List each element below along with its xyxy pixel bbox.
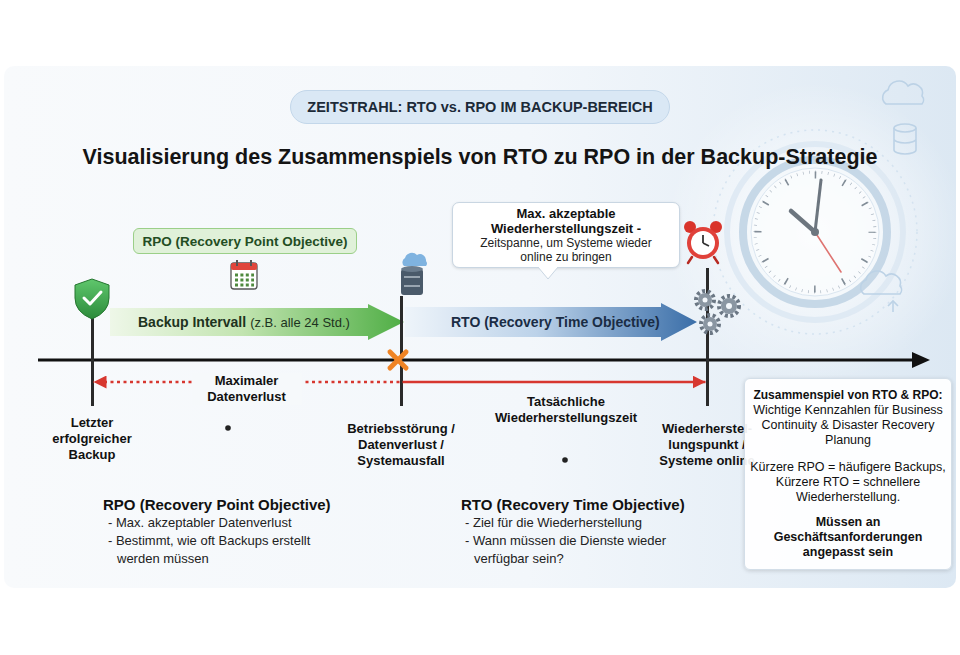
- cloud-icon: [402, 253, 426, 266]
- section-heading: RPO (Recovery Point Objective): [103, 496, 403, 514]
- span-label: Maximaler Datenverlust: [192, 373, 302, 405]
- node-text: Zeitspanne, um Systeme wieder online zu …: [473, 236, 659, 264]
- clock-rim: [743, 160, 887, 304]
- upload-head: [888, 301, 898, 306]
- calendar-grid: [235, 274, 254, 277]
- clock-minute-ticks: [755, 172, 875, 292]
- server-top: [401, 266, 423, 272]
- alarm-hand: [703, 243, 709, 246]
- timeline-span: [403, 381, 706, 384]
- node-text: Max. akzeptable Wiederherstellungszeit -: [473, 206, 659, 236]
- node-text: Zusammenspiel von RTO & RPO:: [749, 388, 947, 403]
- leader-dot: [562, 457, 568, 463]
- database-icon: [894, 128, 916, 154]
- alarm-clock: [687, 227, 719, 259]
- interval-arrow: Backup Intervall (z.B. alle 24 Std.): [110, 304, 404, 340]
- alarm-hand: [702, 235, 704, 243]
- callout-pointer-joint: [539, 266, 557, 268]
- bullet-text: - Wann müssen die Dienste wieder verfügb…: [465, 532, 697, 568]
- clock-ring: [713, 130, 917, 334]
- calendar-grid: [235, 284, 254, 287]
- alarm-bell: [710, 221, 722, 233]
- calendar-band: [231, 263, 257, 270]
- callout-pointer: [538, 267, 558, 279]
- gear-hub: [708, 322, 713, 327]
- failure-mark: [390, 352, 406, 368]
- clock-second-hand: [815, 232, 841, 272]
- clock-ring: [727, 144, 903, 320]
- glow: [665, 82, 960, 382]
- leader-dot: [225, 425, 231, 431]
- objective-pill: RPO (Recovery Point Objective): [133, 228, 357, 254]
- gear-teeth: [701, 315, 719, 333]
- clock-center: [811, 228, 819, 236]
- shield-icon: [75, 279, 109, 319]
- failure-mark: [390, 352, 406, 368]
- node-text: Müssen an Geschäftsanforderungen angepas…: [749, 515, 947, 560]
- gear-hub: [726, 303, 732, 309]
- clock-hand: [815, 180, 821, 232]
- callout-box: Max. akzeptable Wiederherstellungszeit -…: [452, 202, 680, 268]
- node-text: Wichtige Kennzahlen für Business Continu…: [749, 403, 947, 448]
- timeline-arrowhead: [912, 352, 930, 368]
- clock-hand: [791, 211, 815, 232]
- alarm-face: [691, 231, 715, 255]
- node-text: Kürzere RPO = häufigere Backups, Kürzere…: [749, 460, 947, 505]
- timeline-axis: [38, 359, 914, 362]
- node-text: Letzter erfolgreicher Backup: [42, 415, 142, 463]
- recovery-arrow: RTO (Recovery Time Objective): [405, 303, 697, 341]
- cloud-icon: [861, 271, 902, 294]
- alarm-leg: [688, 257, 692, 263]
- node-text: RPO (Recovery Point Objective): [143, 234, 348, 249]
- timeline-event: Betriebsstörung / Datenverlust / Systema…: [400, 296, 403, 406]
- bullet-text: - Ziel für die Wiederherstellung: [465, 514, 715, 532]
- alarm-bell: [684, 221, 696, 233]
- arrow-body: [405, 303, 697, 341]
- timeline-event: Letzter erfolgreicher Backup: [91, 318, 94, 406]
- header-badge: ZEITSTRAHL: RTO vs. RPO IM BACKUP-BEREIC…: [290, 90, 670, 124]
- gear-hub: [703, 298, 708, 303]
- server-icon: [401, 269, 423, 295]
- clock-illustration: [713, 130, 917, 334]
- calendar-icon: [231, 263, 257, 289]
- server-line: [404, 276, 420, 277]
- server-line: [404, 285, 420, 286]
- upload-line: [892, 302, 894, 312]
- bullet-text: - Bestimmt, wie oft Backups erstellt wer…: [108, 532, 348, 568]
- clock-hour-ticks: [758, 175, 872, 289]
- node-text: RTO (Recovery Time Objective): [451, 314, 660, 330]
- node-text: ZEITSTRAHL: RTO vs. RPO IM BACKUP-BEREIC…: [307, 99, 652, 115]
- cloud-icons: [861, 81, 924, 312]
- cloud-icon: [883, 81, 924, 104]
- gear-icon: [721, 298, 737, 314]
- span-label: Tatsächliche Wiederherstellungszeit: [476, 394, 656, 426]
- timeline-event: Wiederherstel- lungspunkt / Systeme onli…: [706, 268, 709, 406]
- timeline-span: [94, 381, 400, 384]
- diagram-title: Visualisierung des Zusammenspiels von RT…: [0, 143, 960, 171]
- calendar-ring: [236, 260, 238, 266]
- node-text: Betriebsstörung / Datenverlust / Systema…: [339, 421, 464, 469]
- bullet-text: - Max. akzeptabler Datenverlust: [108, 514, 358, 532]
- summary-box: Zusammenspiel von RTO & RPO:Wichtige Ken…: [744, 378, 952, 570]
- gear-icon: [698, 293, 712, 307]
- database-icon: [894, 124, 916, 132]
- arrow-body: [110, 304, 404, 340]
- clock-face: [751, 168, 879, 296]
- gear-teeth: [696, 291, 714, 309]
- gear-teeth: [719, 296, 739, 316]
- alarm-leg: [714, 257, 718, 263]
- calendar-ring: [250, 260, 252, 266]
- gear-icon: [703, 317, 717, 331]
- calendar-grid: [235, 279, 254, 282]
- node-text: (z.B. alle 24 Std.): [250, 315, 350, 330]
- section-heading: RTO (Recovery Time Objective): [461, 496, 761, 514]
- check-mark: [84, 292, 101, 304]
- node-text: Backup Intervall: [138, 314, 246, 330]
